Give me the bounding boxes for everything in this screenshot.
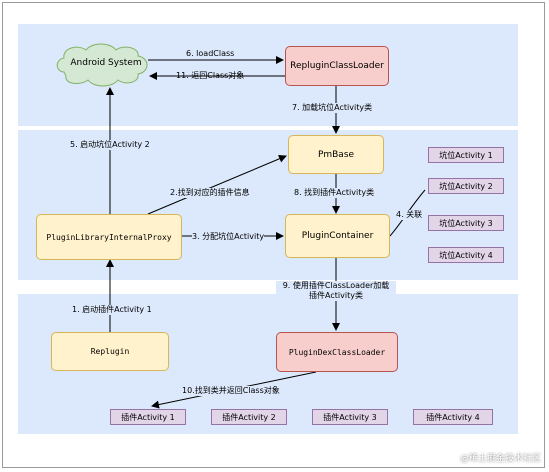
edge-10-label: 10.找到类并返回Class对象 <box>182 386 280 396</box>
slot-activity-1: 坑位Activity 1 <box>428 147 504 163</box>
edge-9-label-line-1: 9. 使用插件ClassLoader加载 <box>282 281 390 290</box>
edge-4-label: 4. 关联 <box>396 210 423 220</box>
watermark: @稀土掘金技术社区 <box>459 454 541 464</box>
replugin-node: Replugin <box>51 332 169 371</box>
pmbase-node: PmBase <box>288 135 384 174</box>
plugin-library-internal-proxy-node: PluginLibraryInternalProxy <box>36 214 182 260</box>
edge-6-label: 6. loadClass <box>186 49 235 58</box>
slot-activity-4: 坑位Activity 4 <box>428 247 504 263</box>
android-system-cloud <box>56 43 148 87</box>
plugin-activity-2: 插件Activity 2 <box>211 409 287 425</box>
diagram-frame <box>2 2 545 468</box>
edge-8-label: 8. 找到插件Activity类 <box>294 188 375 198</box>
edge-1-label: 1. 启动插件Activity 1 <box>72 305 152 315</box>
android-system-label: Android System <box>70 58 142 68</box>
slot-activity-3: 坑位Activity 3 <box>428 215 504 231</box>
edge-2 <box>147 155 287 215</box>
edge-2-label: 2.找到对应的插件信息 <box>170 188 250 198</box>
plugin-container-node: PluginContainer <box>285 214 390 258</box>
plugin-activity-4: 插件Activity 4 <box>413 409 493 425</box>
edge-3-label: 3. 分配坑位Activity <box>192 232 265 242</box>
plugin-activity-1: 插件Activity 1 <box>110 409 186 425</box>
edge-11-label: 11. 返回Class对象 <box>176 71 245 80</box>
plugin-activity-3: 插件Activity 3 <box>312 409 388 425</box>
slot-activity-2: 坑位Activity 2 <box>428 178 504 194</box>
plugin-dex-classloader-node: PluginDexClassLoader <box>276 332 398 372</box>
edge-9-label-line-2: 插件Activity类 <box>309 291 363 300</box>
edge-5-label: 5. 启动坑位Activity 2 <box>70 140 150 150</box>
edge-7-label: 7. 加载坑位Activity类 <box>292 103 373 113</box>
replugin-classloader-node: RepluginClassLoader <box>285 46 389 86</box>
edge-9-label: 9. 使用插件ClassLoader加载 插件Activity类 <box>276 281 396 301</box>
